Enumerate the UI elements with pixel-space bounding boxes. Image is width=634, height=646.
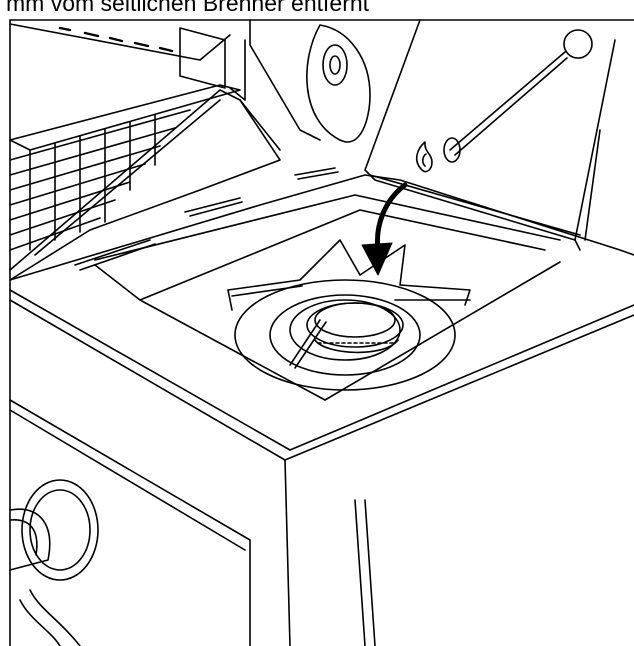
burner-bowl [234,279,456,391]
caption-text: mm vom seitlichen Brenner entfernt [6,0,370,16]
flame-icon [415,141,433,173]
burner-ring [306,302,404,354]
front-cabinet [9,289,634,646]
figure-frame [9,19,634,646]
grill-grate [9,84,241,251]
control-knob-icon [9,479,99,646]
side-burner-lid [364,19,616,251]
left-shelf-panel [9,89,281,281]
pot-support [227,239,471,369]
insert-arrow-icon [361,182,408,276]
burner-housing [9,167,634,401]
lid-hinge [249,19,371,143]
match-holder-icon [443,29,593,163]
warming-rack [9,23,246,101]
